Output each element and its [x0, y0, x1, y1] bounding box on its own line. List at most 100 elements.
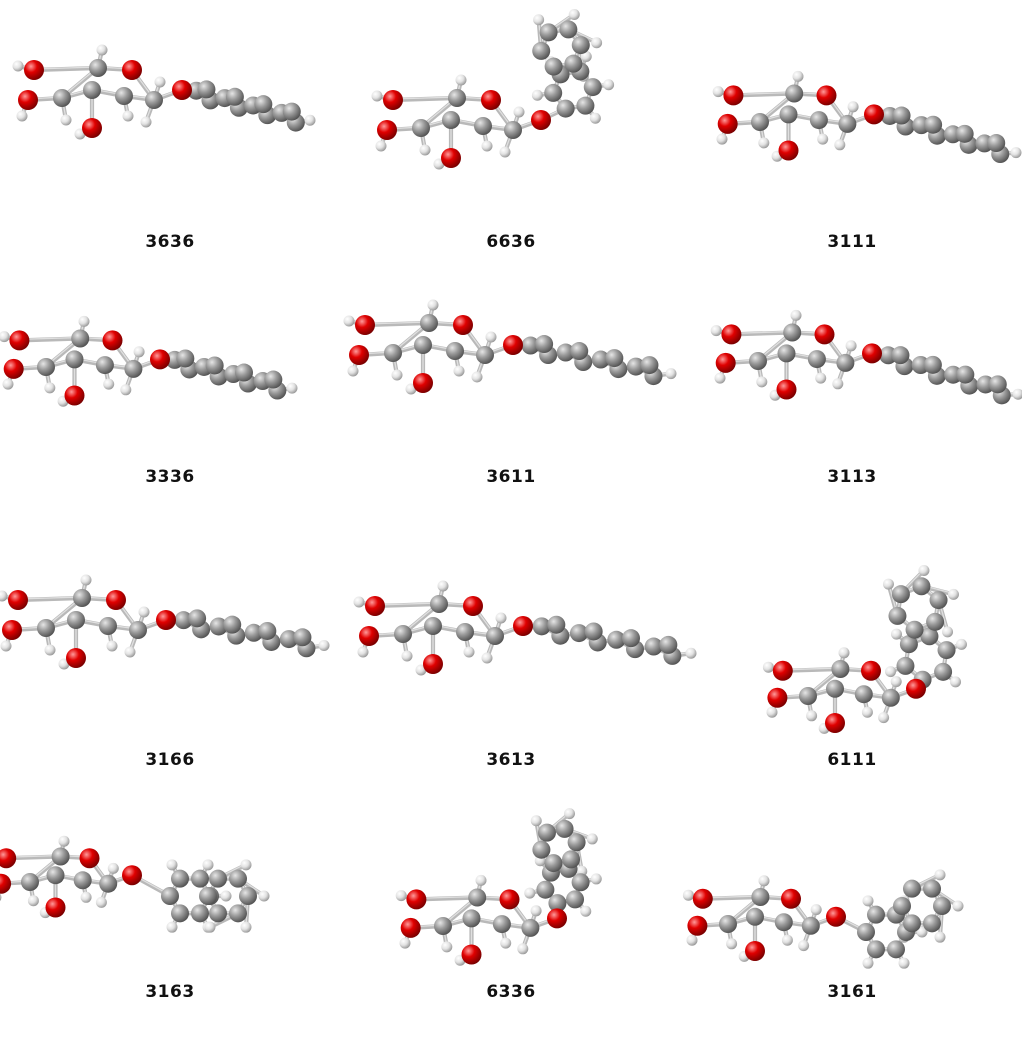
hydrogen-atom: [798, 940, 809, 951]
carbon-atom: [538, 824, 556, 842]
hydrogen-atom: [420, 145, 431, 156]
carbon-atom: [802, 917, 820, 935]
carbon-atom: [229, 870, 247, 888]
oxygen-atom: [453, 315, 473, 335]
molecule-model: [0, 255, 340, 465]
oxygen-atom: [815, 324, 835, 344]
hydrogen-atom: [885, 666, 896, 677]
hydrogen-atom: [241, 922, 252, 933]
oxygen-atom: [122, 865, 142, 885]
oxygen-atom: [65, 386, 85, 406]
oxygen-atom: [693, 889, 713, 909]
carbon-atom: [124, 360, 142, 378]
hydrogen-atom: [0, 331, 10, 342]
hydrogen-atom: [203, 859, 214, 870]
conformer-panel: 3636: [0, 0, 340, 250]
carbon-atom: [66, 350, 84, 368]
oxygen-atom: [513, 616, 533, 636]
hydrogen-atom: [715, 373, 726, 384]
oxygen-atom: [826, 907, 846, 927]
carbon-atom: [430, 595, 448, 613]
conformer-panel: 6111: [682, 500, 1022, 750]
carbon-atom: [938, 641, 956, 659]
hydrogen-atom: [376, 141, 387, 152]
oxygen-atom: [721, 324, 741, 344]
carbon-atom: [570, 342, 588, 360]
carbon-atom: [89, 59, 107, 77]
carbon-atom: [188, 609, 206, 627]
conformer-label: 3336: [0, 467, 340, 487]
hydrogen-atom: [863, 958, 874, 969]
carbon-atom: [96, 356, 114, 374]
hydrogen-atom: [782, 935, 793, 946]
carbon-atom: [892, 585, 910, 603]
oxygen-atom: [383, 90, 403, 110]
carbon-atom: [933, 897, 951, 915]
oxygen-atom: [463, 596, 483, 616]
hydrogen-atom: [806, 710, 817, 721]
carbon-atom: [129, 621, 147, 639]
oxygen-atom: [781, 889, 801, 909]
oxygen-atom: [150, 349, 170, 369]
carbon-atom: [73, 589, 91, 607]
oxygen-atom: [24, 60, 44, 80]
hydrogen-atom: [464, 647, 475, 658]
carbon-atom: [463, 909, 481, 927]
carbon-atom: [923, 880, 941, 898]
hydrogen-atom: [832, 378, 843, 389]
carbon-atom: [258, 622, 276, 640]
hydrogen-atom: [564, 808, 575, 819]
hydrogen-atom: [456, 75, 467, 86]
hydrogen-atom: [862, 707, 873, 718]
hydrogen-atom: [134, 346, 145, 357]
hydrogen-atom: [482, 141, 493, 152]
carbon-atom: [171, 904, 189, 922]
carbon-atom: [504, 121, 522, 139]
carbon-atom: [206, 356, 224, 374]
oxygen-atom: [864, 104, 884, 124]
oxygen-atom: [481, 90, 501, 110]
carbon-atom: [414, 336, 432, 354]
conformer-label: 6111: [682, 750, 1022, 770]
hydrogen-atom: [759, 875, 770, 886]
carbon-atom: [468, 889, 486, 907]
carbon-atom: [857, 923, 875, 941]
carbon-atom: [903, 880, 921, 898]
oxygen-atom: [122, 60, 142, 80]
hydrogen-atom: [863, 895, 874, 906]
carbon-atom: [115, 87, 133, 105]
oxygen-atom: [547, 908, 567, 928]
carbon-atom: [521, 919, 539, 937]
molecule-model: [341, 0, 681, 210]
carbon-atom: [545, 58, 563, 76]
hydrogen-atom: [354, 597, 365, 608]
hydrogen-atom: [815, 373, 826, 384]
carbon-atom: [912, 577, 930, 595]
carbon-atom: [474, 117, 492, 135]
carbon-atom: [293, 628, 311, 646]
carbon-atom: [808, 350, 826, 368]
carbon-atom: [209, 870, 227, 888]
hydrogen-atom: [531, 815, 542, 826]
carbon-atom: [956, 366, 974, 384]
carbon-atom: [448, 89, 466, 107]
carbon-atom: [934, 663, 952, 681]
oxygen-atom: [906, 679, 926, 699]
oxygen-atom: [172, 80, 192, 100]
hydrogen-atom: [396, 890, 407, 901]
carbon-atom: [67, 611, 85, 629]
hydrogen-atom: [883, 579, 894, 590]
hydrogen-atom: [454, 366, 465, 377]
hydrogen-atom: [81, 575, 92, 586]
oxygen-atom: [0, 848, 16, 868]
hydrogen-atom: [950, 676, 961, 687]
carbon-atom: [622, 629, 640, 647]
oxygen-atom: [718, 114, 738, 134]
carbon-atom: [191, 870, 209, 888]
carbon-atom: [476, 346, 494, 364]
hydrogen-atom: [472, 372, 483, 383]
oxygen-atom: [349, 345, 369, 365]
hydrogen-atom: [948, 589, 959, 600]
hydrogen-atom: [811, 904, 822, 915]
molecule-model: [341, 255, 681, 465]
